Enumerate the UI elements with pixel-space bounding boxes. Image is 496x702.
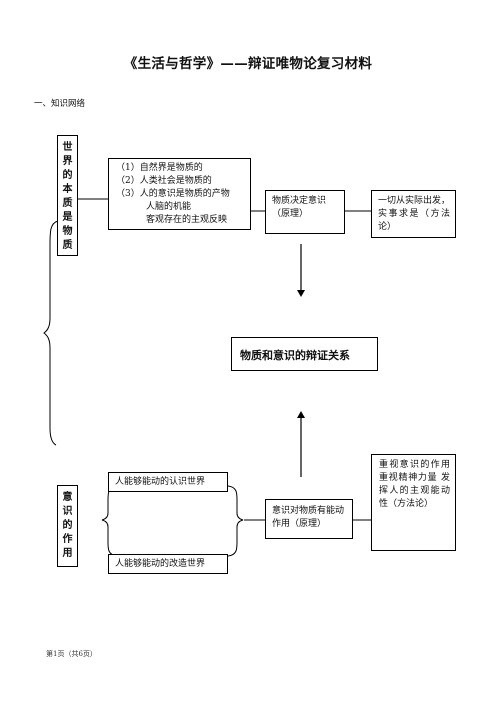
arrow-down-head [297, 290, 305, 297]
seek-truth-methodology-box: 一切从实际出发，实事求是（方法论） [371, 190, 456, 238]
transform-world-box: 人能够能动的改造世界 [108, 554, 228, 574]
consciousness-role-label: 意识的作用 [57, 485, 78, 567]
point-nature: （1）自然界是物质的 [116, 163, 203, 173]
point-brain-function: 人脑的机能 [146, 202, 192, 212]
point-consciousness: （3）人的意识是物质的产物 [116, 189, 230, 199]
matter-determines-consciousness-box: 物质决定意识（原理） [265, 190, 345, 234]
left-brace [101, 485, 118, 557]
cognize-world-box: 人能够能动的认识世界 [108, 472, 228, 492]
large-brace [43, 220, 59, 446]
arrow-up-head [297, 411, 305, 418]
right-brace [227, 485, 244, 557]
point-society: （2）人类社会是物质的 [116, 176, 212, 186]
subjective-initiative-methodology-box: 重视意识的作用 重视精神力量 发挥人的主观能动性（方法论） [371, 454, 456, 551]
world-essence-label: 世界的本质是物质 [57, 135, 78, 256]
point-subjective-reflection: 客观存在的主观反映 [146, 215, 228, 225]
document-title: 《生活与哲学》——辩证唯物论复习材料 [123, 56, 373, 72]
world-essence-points: （1）自然界是物质的 （2）人类社会是物质的 （3）人的意识是物质的产物 人脑的… [108, 158, 251, 230]
page-footer: 第1页（共6页） [46, 650, 97, 658]
consciousness-active-role-box: 意识对物质有能动作用（原理） [265, 499, 353, 539]
section-heading: 一、知识网络 [34, 99, 86, 109]
dialectical-relationship-box: 物质和意识的辩证关系 [231, 337, 378, 371]
